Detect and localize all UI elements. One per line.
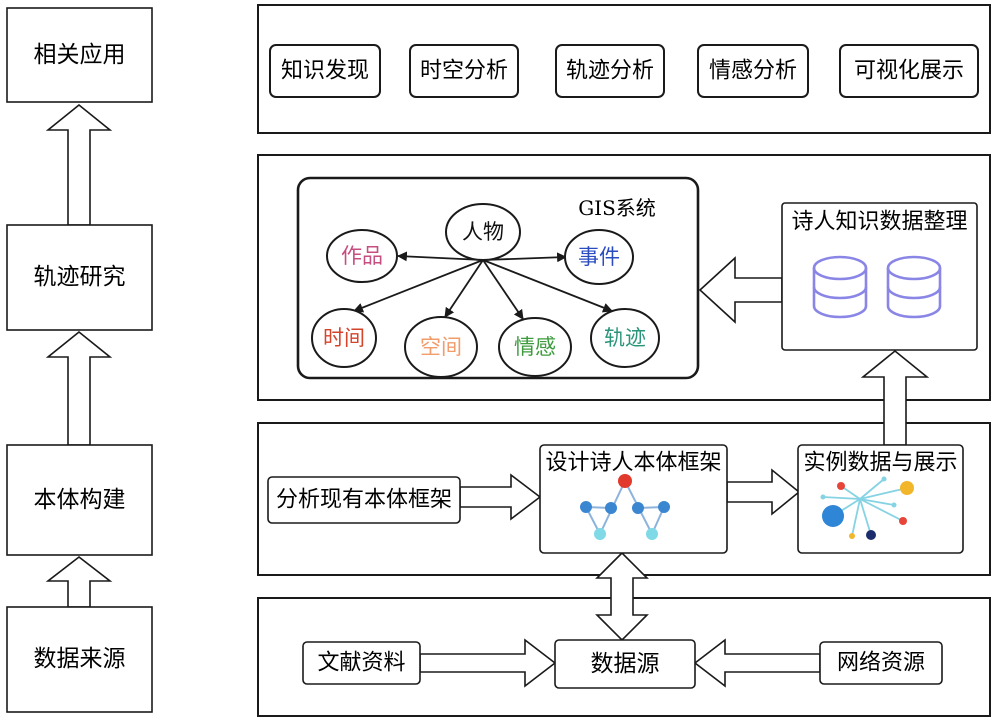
- app-label: 轨迹分析: [566, 59, 654, 84]
- relation-edges: [353, 251, 613, 320]
- design-title: 设计诗人本体框架: [545, 451, 721, 476]
- node-events: 事件: [564, 229, 634, 285]
- data-organization-box: [781, 202, 978, 351]
- node-shape: [590, 308, 660, 368]
- step-related-applications: 相关应用: [6, 7, 153, 103]
- network-label: 网络资源: [837, 651, 925, 676]
- node-label: 空间: [420, 335, 462, 359]
- app-knowledge-discovery: 知识发现: [269, 44, 381, 98]
- app-box: [839, 44, 979, 98]
- node-label: 时间: [323, 326, 365, 350]
- instance-box: [797, 444, 964, 554]
- edge-to-events: [482, 252, 567, 263]
- node-shape: [311, 308, 377, 368]
- app-label: 时空分析: [420, 59, 508, 84]
- app-trajectory-analysis: 轨迹分析: [555, 44, 665, 98]
- network-resources: 网络资源: [819, 641, 943, 685]
- node-shape: [445, 203, 521, 261]
- data-organization-title: 诗人知识数据整理: [791, 210, 967, 235]
- node-label: 人物: [462, 220, 504, 244]
- node-label: 事件: [578, 245, 620, 269]
- node-time: 时间: [311, 308, 377, 368]
- design-poet-ontology: 设计诗人本体框架: [539, 444, 728, 554]
- node-shape: [326, 229, 398, 283]
- instance-data-display: 实例数据与展示: [797, 444, 964, 554]
- edge-to-trajectory: [482, 259, 613, 313]
- app-box: [555, 44, 665, 98]
- gis-system: GIS系统 人物 作品 事件: [296, 176, 700, 380]
- application-layer: 知识发现 时空分析 轨迹分析 情感分析 可视化展示: [269, 44, 979, 98]
- node-emotion: 情感: [498, 317, 572, 377]
- instance-network-icon: [820, 476, 914, 540]
- app-visualization: 可视化展示: [839, 44, 979, 98]
- step-box: [6, 606, 153, 713]
- step-trajectory-research: 轨迹研究: [6, 224, 153, 331]
- step-box: [6, 224, 153, 331]
- step-ontology-construction: 本体构建: [6, 444, 153, 556]
- source-layer: 文献资料 数据源 网络资源: [302, 639, 943, 689]
- node-label: 轨迹: [604, 326, 646, 350]
- edge-to-time: [353, 259, 484, 313]
- app-label: 情感分析: [709, 59, 797, 84]
- step-data-sources: 数据来源: [6, 606, 153, 713]
- node-shape: [404, 316, 478, 378]
- app-box: [697, 44, 809, 98]
- data-source-label: 数据源: [591, 651, 660, 677]
- literature-label: 文献资料: [317, 651, 405, 676]
- analyze-label: 分析现有本体框架: [276, 488, 452, 513]
- edge-to-works: [397, 251, 484, 262]
- up-arrow-icon: [45, 555, 113, 608]
- node-label: 情感: [514, 335, 556, 359]
- app-box: [409, 44, 519, 98]
- node-shape: [564, 229, 634, 285]
- gis-system-title: GIS系统: [578, 196, 656, 220]
- data-source-box: [554, 639, 696, 689]
- step-box: [6, 444, 153, 556]
- poet-data-organization: 诗人知识数据整理: [781, 202, 978, 351]
- step-box: [6, 7, 153, 103]
- database-icon: [812, 255, 868, 319]
- ontology-layer: 分析现有本体框架 设计诗人本体框架 实例数: [267, 444, 964, 554]
- database-icon: [886, 255, 942, 319]
- up-arrow-icon: [45, 103, 113, 226]
- app-spatiotemporal-analysis: 时空分析: [409, 44, 519, 98]
- node-trajectory: 轨迹: [590, 308, 660, 368]
- app-label: 可视化展示: [854, 59, 964, 84]
- step-label: 相关应用: [34, 42, 126, 68]
- node-person: 人物: [445, 203, 521, 261]
- step-label: 轨迹研究: [34, 264, 126, 290]
- knowledge-layer: GIS系统 人物 作品 事件: [296, 176, 978, 380]
- instance-title: 实例数据与展示: [803, 451, 957, 476]
- node-label: 作品: [341, 244, 383, 268]
- node-shape: [498, 317, 572, 377]
- node-space: 空间: [404, 316, 478, 378]
- edge-to-emotion: [482, 259, 524, 320]
- literature-materials: 文献资料: [302, 641, 421, 685]
- data-source: 数据源: [554, 639, 696, 689]
- left-flow: 相关应用 轨迹研究 本体构建 数据来源: [6, 7, 153, 713]
- ontology-network-icon: [580, 474, 670, 540]
- node-works: 作品: [326, 229, 398, 283]
- analyze-existing-ontology: 分析现有本体框架: [267, 476, 461, 524]
- step-label: 本体构建: [34, 487, 126, 513]
- up-arrow-icon: [45, 330, 113, 446]
- app-box: [269, 44, 381, 98]
- analyze-box: [267, 476, 461, 524]
- app-sentiment-analysis: 情感分析: [697, 44, 809, 98]
- step-label: 数据来源: [34, 646, 126, 672]
- literature-box: [302, 641, 421, 685]
- network-box: [819, 641, 943, 685]
- app-label: 知识发现: [281, 59, 369, 84]
- edge-to-space: [444, 259, 484, 318]
